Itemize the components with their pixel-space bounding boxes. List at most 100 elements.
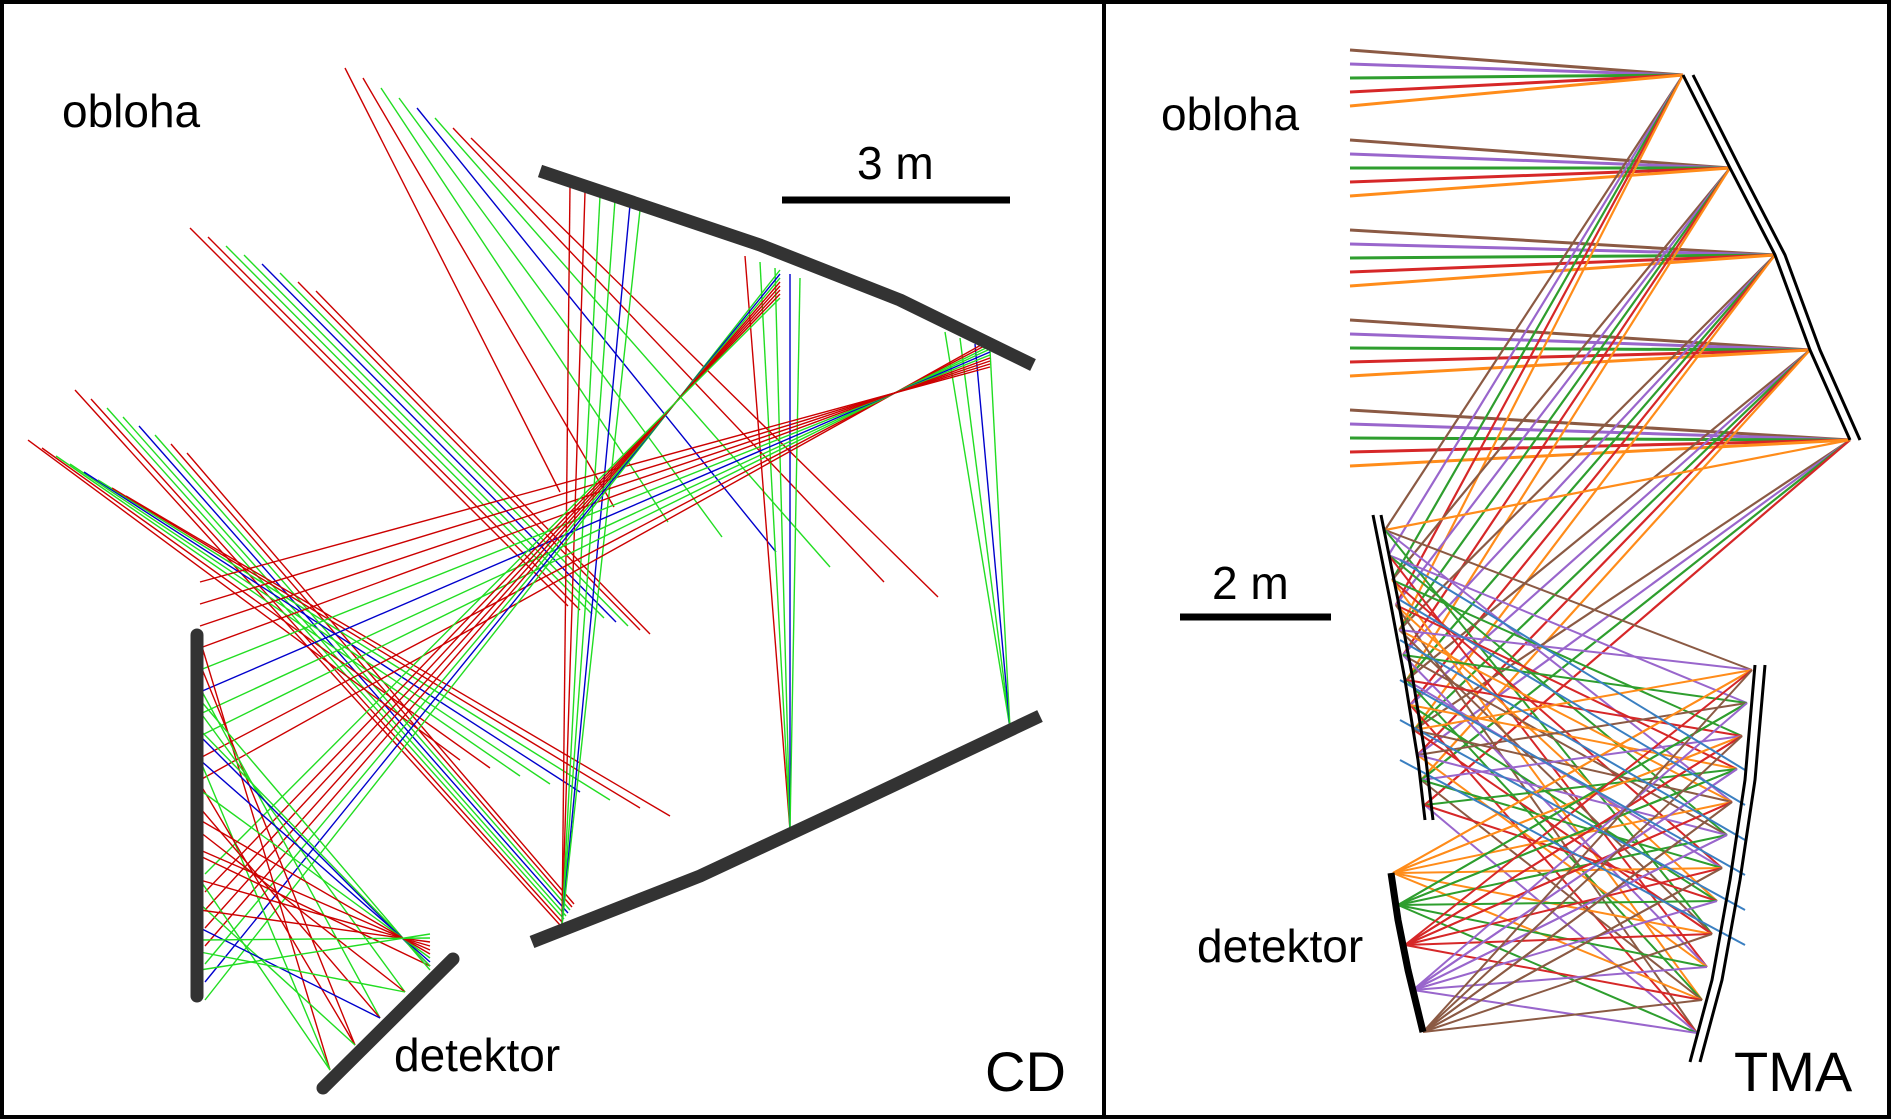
- tma-ray-to-detector: [1404, 933, 1713, 946]
- cd-ray: [362, 77, 615, 508]
- tma-ray-to-detector: [1422, 669, 1753, 1033]
- tma-ray-to-detector: [1397, 768, 1738, 906]
- cd-ray: [170, 443, 573, 908]
- tma-ray-to-tertiary: [1398, 629, 1733, 803]
- cd-ray: [199, 783, 356, 1046]
- tma-ray-to-detector: [1404, 867, 1723, 946]
- cd-scale-label: 3 m: [857, 137, 934, 189]
- tma-ray-to-tertiary: [1399, 639, 1746, 841]
- cd-ray: [199, 348, 991, 715]
- tma-ray-to-secondary: [1398, 167, 1731, 631]
- tma-ray-to-secondary: [1402, 254, 1776, 656]
- cd-ray: [106, 407, 565, 920]
- tma-ray-to-detector: [1392, 669, 1753, 874]
- tma-ray-to-tertiary: [1399, 559, 1746, 771]
- cd-ray: [561, 195, 601, 926]
- tma-ray-to-secondary: [1416, 439, 1851, 756]
- tma-incoming-ray: [1349, 436, 1851, 442]
- tma-ray-to-tertiary: [1417, 702, 1748, 756]
- cd-ray: [744, 255, 791, 831]
- tma-incoming-ray: [1349, 438, 1851, 468]
- cd-ray: [344, 67, 561, 493]
- cd-ray: [380, 87, 669, 523]
- cd-ray: [199, 729, 431, 967]
- cd-ray: [561, 191, 586, 926]
- tma-incoming-ray: [1349, 152, 1731, 170]
- tma-incoming-ray: [1349, 242, 1776, 257]
- tma-incoming-ray: [1349, 166, 1731, 198]
- tma-ray-to-secondary: [1420, 439, 1851, 781]
- tma-ray-to-tertiary: [1420, 779, 1723, 869]
- cd-ray: [199, 789, 431, 959]
- cd-ray: [199, 879, 331, 1071]
- tma-secondary-mirror: [1371, 514, 1427, 821]
- tma-secondary-mirror: [1379, 514, 1435, 821]
- cd-ray: [199, 903, 356, 1046]
- tma-ray-to-tertiary: [1424, 768, 1738, 806]
- cd-ray: [774, 267, 791, 831]
- cd-ray: [74, 389, 561, 926]
- cd-ray: [199, 937, 431, 941]
- tma-incoming-ray: [1349, 346, 1811, 352]
- cd-sky-label: obloha: [62, 85, 201, 137]
- cd-ray: [199, 759, 331, 1071]
- cd-ray: [199, 759, 431, 963]
- tma-ray-to-tertiary: [1402, 654, 1748, 704]
- tma-primary-mirror: [1691, 74, 1862, 441]
- cd-ray: [279, 272, 629, 627]
- tma-incoming-ray: [1349, 332, 1811, 352]
- tma-ray-to-tertiary: [1420, 779, 1703, 1001]
- cd-ray: [111, 487, 641, 809]
- tma-ray-to-detector: [1422, 801, 1733, 1033]
- cd-ray: [199, 831, 406, 993]
- tma-ray-bundles: [1349, 48, 1851, 1034]
- cd-ray: [561, 204, 631, 926]
- tma-incoming-ray: [1349, 408, 1851, 442]
- tma-incoming-ray: [1349, 422, 1851, 442]
- tma-sky-label: obloha: [1161, 88, 1300, 140]
- cd-ray: [416, 107, 777, 553]
- cd-ray: [789, 277, 801, 831]
- tma-ray-to-detector: [1404, 669, 1753, 946]
- tma-incoming-ray: [1349, 253, 1776, 274]
- cd-ray: [199, 663, 356, 1046]
- tma-ray-to-tertiary: [1388, 554, 1748, 704]
- tma-ray-to-detector: [1392, 801, 1733, 874]
- tma-incoming-ray: [1349, 48, 1684, 77]
- cd-ray: [69, 463, 551, 785]
- tma-ray-to-tertiary: [1399, 679, 1746, 876]
- tma-ray-to-tertiary: [1417, 754, 1728, 836]
- cd-ray: [199, 933, 431, 971]
- tma-ray-to-tertiary: [1399, 759, 1746, 946]
- cd-ray: [199, 687, 381, 1019]
- cd-ray: [199, 342, 991, 759]
- tma-ray-to-secondary: [1423, 439, 1851, 806]
- cd-secondary-mirror: [529, 710, 1043, 949]
- tma-ray-to-secondary: [1391, 74, 1684, 581]
- cd-ray: [199, 927, 381, 1019]
- cd-ray: [83, 471, 581, 793]
- cd-ray: [199, 366, 991, 583]
- cd-detector-label: detektor: [394, 1029, 561, 1081]
- tma-ray-to-detector: [1397, 834, 1728, 906]
- cd-ray: [199, 819, 431, 955]
- cd-ray: [122, 416, 567, 917]
- cd-ray: [199, 699, 431, 971]
- cd-ray: [204, 297, 781, 875]
- cd-ray: [974, 343, 1011, 729]
- tma-ray-to-secondary: [1409, 254, 1776, 706]
- tma-primary-mirror: [1681, 74, 1852, 441]
- tma-ray-to-secondary: [1384, 438, 1851, 532]
- cd-ray: [27, 439, 461, 761]
- tma-incoming-ray: [1349, 318, 1811, 352]
- tma-incoming-ray: [1349, 253, 1776, 260]
- tma-mirrors: [1371, 74, 1862, 1063]
- tma-ray-to-secondary: [1405, 254, 1776, 681]
- tma-detector-label: detektor: [1197, 920, 1364, 972]
- tma-ray-to-detector: [1412, 768, 1738, 991]
- cd-ray: [199, 879, 431, 947]
- tma-ray-to-tertiary: [1402, 654, 1728, 836]
- tma-ray-to-detector: [1412, 900, 1718, 991]
